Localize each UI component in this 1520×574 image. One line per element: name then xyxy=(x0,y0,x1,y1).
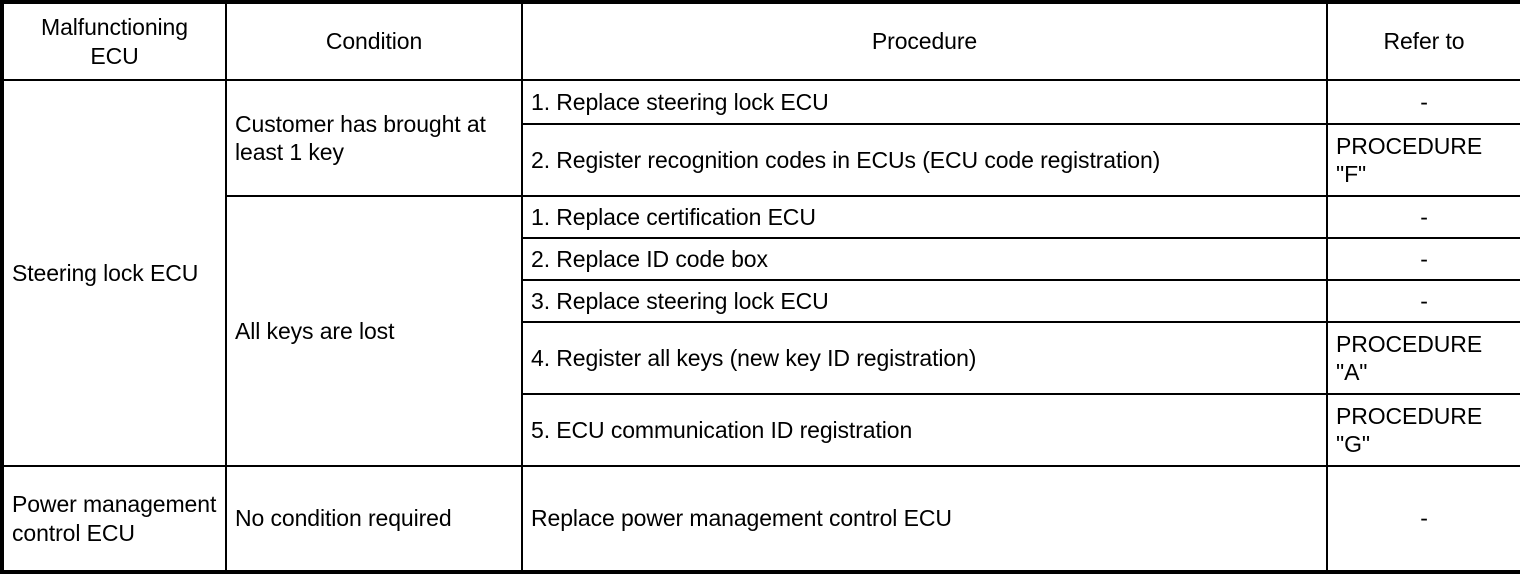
cell-procedure: 3. Replace steering lock ECU xyxy=(521,279,1328,323)
cell-malfunctioning-ecu-power-management: Power management control ECU xyxy=(1,465,227,573)
cell-refer-to: - xyxy=(1326,79,1520,125)
cell-condition-at-least-one-key: Customer has brought at least 1 key xyxy=(225,79,523,197)
header-refer-to: Refer to xyxy=(1326,1,1520,81)
cell-procedure: 2. Replace ID code box xyxy=(521,237,1328,281)
cell-procedure: 4. Register all keys (new key ID registr… xyxy=(521,321,1328,395)
table-header: Malfunctioning ECU Condition Procedure R… xyxy=(1,1,1520,81)
cell-refer-to: PROCEDURE "G" xyxy=(1326,393,1520,467)
cell-procedure: 1. Replace certification ECU xyxy=(521,195,1328,239)
header-condition: Condition xyxy=(225,1,523,81)
cell-refer-to: - xyxy=(1326,279,1520,323)
table-row: 2. Replace ID code box - xyxy=(2,237,1520,281)
cell-procedure: 1. Replace steering lock ECU xyxy=(521,79,1328,125)
table-body: Steering lock ECU Customer has brought a… xyxy=(1,79,1520,573)
table-row: Steering lock ECU Customer has brought a… xyxy=(1,79,1520,467)
header-malfunctioning-ecu: Malfunctioning ECU xyxy=(1,1,227,81)
table-row: 3. Replace steering lock ECU - xyxy=(2,279,1520,323)
cell-refer-to: - xyxy=(1326,237,1520,281)
cell-malfunctioning-ecu-steering-lock: Steering lock ECU xyxy=(1,79,227,467)
cell-procedure: Replace power management control ECU xyxy=(521,465,1328,573)
cell-refer-to: - xyxy=(1326,195,1520,239)
table-row: All keys are lost 1. Replace certificati… xyxy=(2,195,1520,467)
cell-refer-to: - xyxy=(1326,465,1520,573)
cell-procedure: 2. Register recognition codes in ECUs (E… xyxy=(521,123,1328,197)
table-row: Power management control ECU No conditio… xyxy=(1,465,1520,573)
table-row: 4. Register all keys (new key ID registr… xyxy=(2,321,1520,395)
cell-refer-to: PROCEDURE "A" xyxy=(1326,321,1520,395)
cell-procedure: 5. ECU communication ID registration xyxy=(521,393,1328,467)
cell-condition-all-keys-lost: All keys are lost xyxy=(225,195,523,467)
header-row: Malfunctioning ECU Condition Procedure R… xyxy=(1,1,1520,81)
cell-refer-to: PROCEDURE "F" xyxy=(1326,123,1520,197)
header-procedure: Procedure xyxy=(521,1,1328,81)
cell-condition-no-condition: No condition required xyxy=(225,465,523,573)
table-row: 2. Register recognition codes in ECUs (E… xyxy=(2,123,1520,197)
table-row: 5. ECU communication ID registration PRO… xyxy=(2,393,1520,467)
